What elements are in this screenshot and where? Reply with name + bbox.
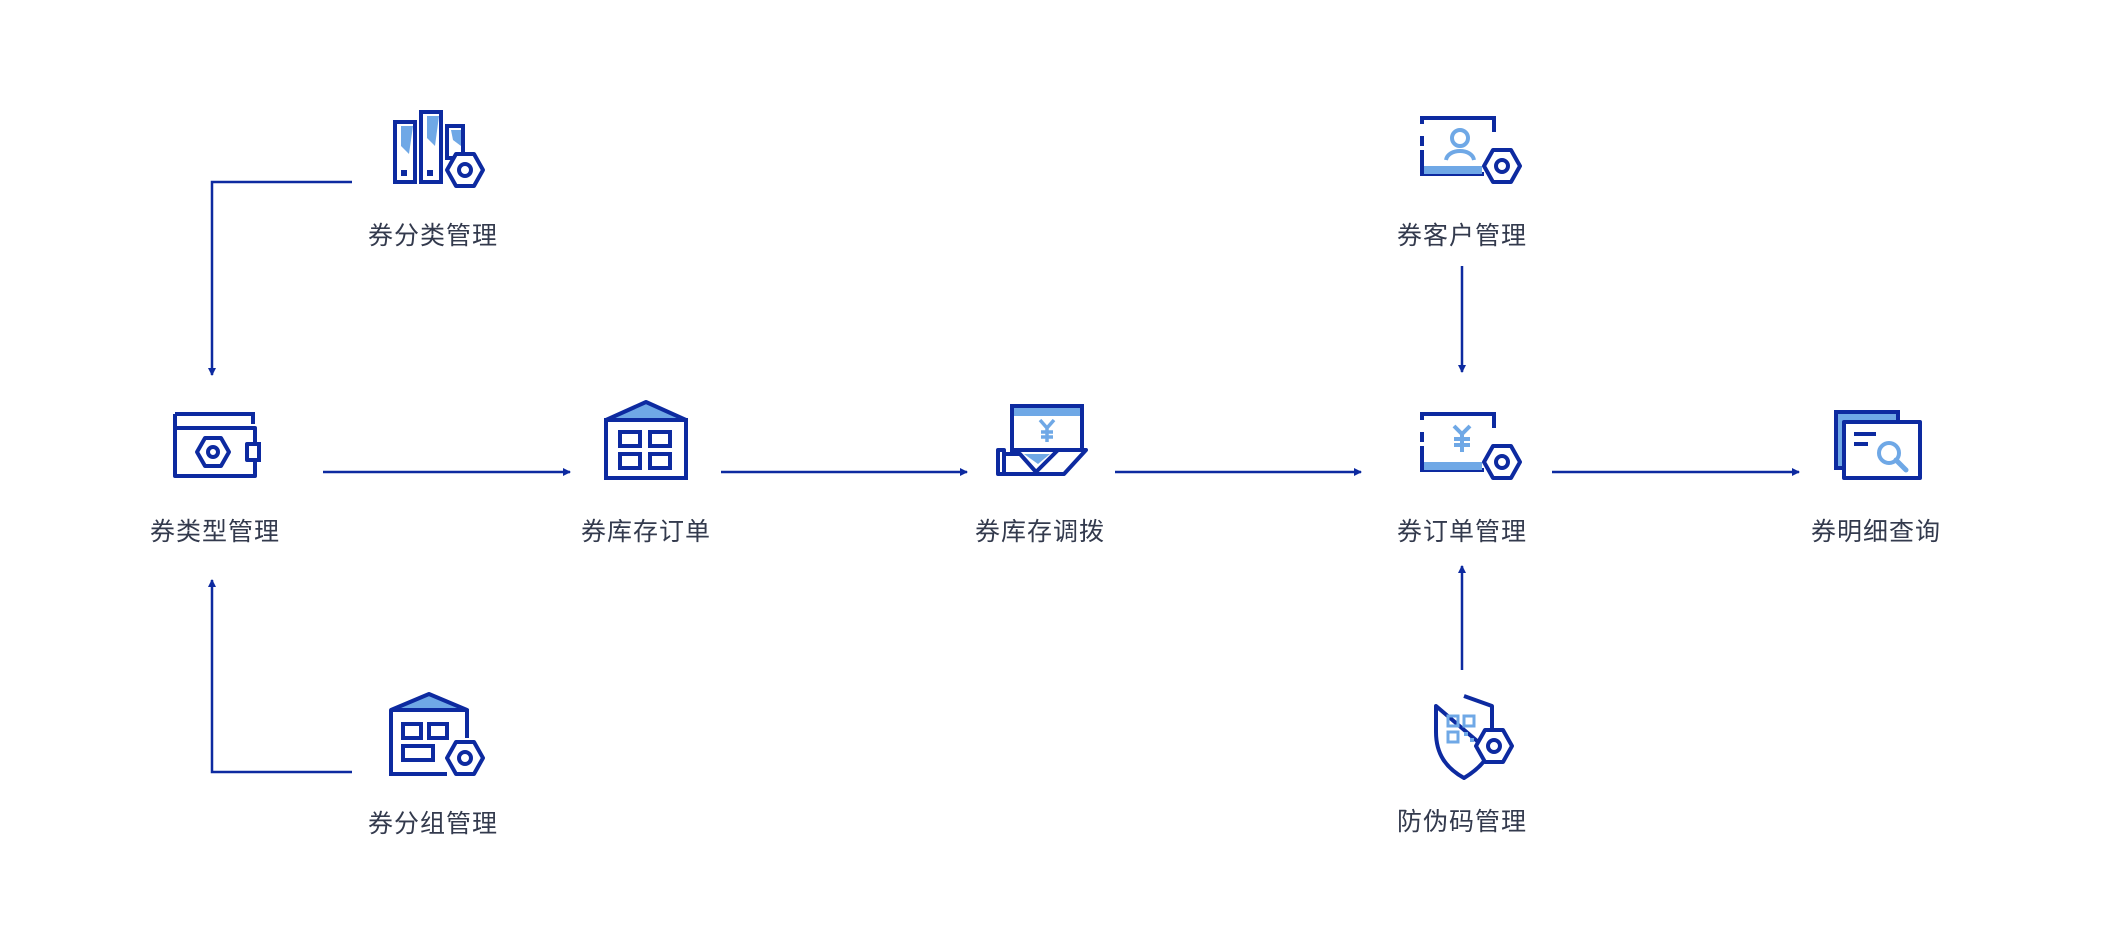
node-coupon-type[interactable]: 券类型管理 xyxy=(115,398,315,548)
hand-yen-icon xyxy=(996,404,1088,476)
user-card-gear-icon xyxy=(1420,116,1522,184)
node-label: 防伪码管理 xyxy=(1396,807,1527,836)
warehouse-icon xyxy=(604,400,688,480)
wallet-gear-icon xyxy=(173,412,261,478)
node-detail-query[interactable]: 券明细查询 xyxy=(1776,398,1976,548)
node-inventory-order[interactable]: 券库存订单 xyxy=(546,398,746,548)
node-label: 券类型管理 xyxy=(149,517,280,546)
edge-group-to-type xyxy=(208,579,352,774)
node-label: 券客户管理 xyxy=(1396,221,1527,250)
yen-card-gear-icon xyxy=(1420,412,1522,480)
node-category-manage[interactable]: 券分类管理 xyxy=(333,102,533,252)
node-label: 券订单管理 xyxy=(1396,517,1527,546)
node-label: 券库存调拨 xyxy=(974,517,1105,546)
edge-category-to-type xyxy=(208,180,352,376)
node-label: 券明细查询 xyxy=(1810,517,1941,546)
node-customer-manage[interactable]: 券客户管理 xyxy=(1362,102,1562,252)
node-label: 券库存订单 xyxy=(580,517,711,546)
node-label: 券分组管理 xyxy=(367,809,498,838)
books-gear-icon xyxy=(393,110,485,188)
node-anticounterfeit-manage[interactable]: 防伪码管理 xyxy=(1362,688,1562,838)
node-label: 券分类管理 xyxy=(367,221,498,250)
document-search-icon xyxy=(1834,410,1922,480)
shield-qr-gear-icon xyxy=(1434,694,1514,780)
warehouse-gear-icon xyxy=(389,692,485,776)
node-group-manage[interactable]: 券分组管理 xyxy=(333,690,533,840)
node-inventory-transfer[interactable]: 券库存调拨 xyxy=(940,398,1140,548)
node-order-manage[interactable]: 券订单管理 xyxy=(1362,398,1562,548)
